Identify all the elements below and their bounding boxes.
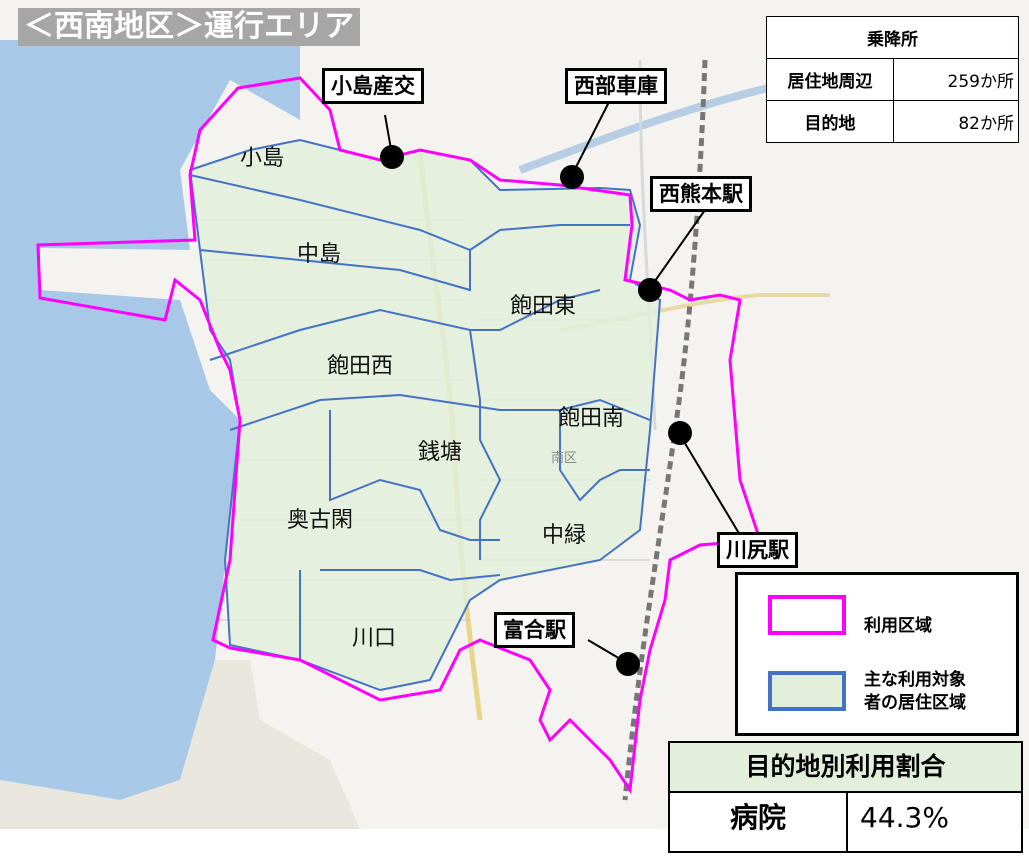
callout-nishikumamoto: 西熊本駅 <box>650 176 752 212</box>
table-row: 目的地 82か所 <box>766 100 1019 143</box>
sea <box>0 40 300 800</box>
callout-seibu-shako: 西部車庫 <box>565 68 667 104</box>
district-kojima: 小島 <box>240 146 285 171</box>
legend-resident-area-swatch <box>768 671 846 711</box>
usage-row-value: 44.3% <box>860 801 949 834</box>
kojima-sanko-dot <box>380 145 404 169</box>
minami-ku-label: 南区 <box>551 450 577 466</box>
tomiai-dot <box>616 652 640 676</box>
district-akita-minami: 飽田南 <box>558 406 625 431</box>
legend-resident-area-label-1: 主な利用対象 <box>864 670 966 690</box>
district-akita-nishi: 飽田西 <box>327 354 394 379</box>
stops-row-label: 目的地 <box>766 100 894 143</box>
usage-table-title: 目的地別利用割合 <box>668 741 1023 793</box>
district-nakamidori: 中緑 <box>542 523 587 548</box>
stops-row-value: 259か所 <box>893 58 1019 101</box>
page-title: ＜西南地区＞運行エリア <box>18 8 360 46</box>
stops-table-header: 乗降所 <box>766 16 1019 59</box>
usage-row-label: 病院 <box>670 793 848 851</box>
stops-row-value: 82か所 <box>893 100 1019 143</box>
usage-table: 目的地別利用割合 病院 44.3% <box>668 741 1023 861</box>
district-akita-higashi: 飽田東 <box>510 294 577 319</box>
table-row: 居住地周辺 259か所 <box>766 58 1019 101</box>
stops-row-label: 居住地周辺 <box>766 58 894 101</box>
district-kawaguchi: 川口 <box>352 626 397 651</box>
seibu-shako-dot <box>560 165 584 189</box>
stops-table: 乗降所 居住地周辺 259か所 目的地 82か所 <box>766 16 1019 143</box>
legend-use-area-swatch <box>768 595 846 635</box>
legend-use-area-label: 利用区域 <box>864 616 932 636</box>
district-zendomo: 銭塘 <box>418 440 463 465</box>
callout-kojima-sanko: 小島産交 <box>322 68 424 104</box>
district-nakajima: 中島 <box>297 242 342 267</box>
legend-resident-area-label-2: 者の居住区域 <box>864 693 966 713</box>
legend: 利用区域 主な利用対象 者の居住区域 <box>735 572 1019 736</box>
kawashiri-dot <box>668 421 692 445</box>
nishikumamoto-dot <box>638 278 662 302</box>
use-area <box>36 76 763 795</box>
callout-tomiai: 富合駅 <box>494 612 575 648</box>
district-okukoga: 奥古閑 <box>287 508 354 533</box>
table-row: 病院 44.3% <box>668 793 1023 853</box>
callout-kawashiri: 川尻駅 <box>717 532 798 568</box>
